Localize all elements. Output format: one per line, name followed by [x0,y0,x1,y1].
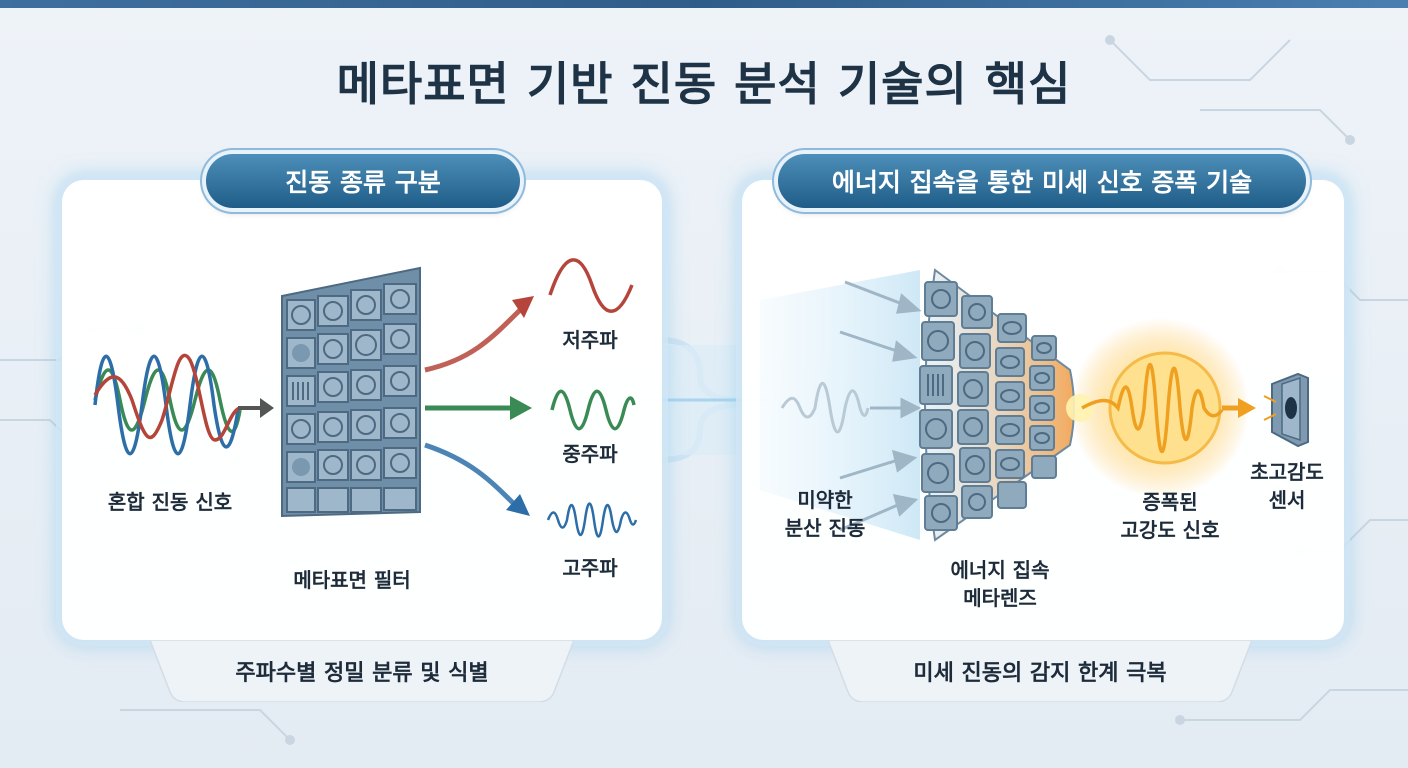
mid-freq-wave-icon [550,389,636,431]
amplified-signal-label: 증폭된 고강도 신호 [1100,488,1240,544]
filter-label: 메타표면 필터 [293,568,411,592]
right-panel-footer: 미세 진동의 감지 한계 극복 [913,661,1167,686]
mixed-signal-label: 혼합 진동 신호 [107,490,233,514]
low-freq-label: 저주파 [562,328,618,352]
weak-vibration-label: 미약한 분산 진동 [760,486,890,542]
low-freq-wave-icon [548,258,634,313]
left-panel-footer: 주파수별 정밀 분류 및 식별 [235,661,489,686]
metalens-icon [919,268,1075,542]
amplified-signal-label-line1: 증폭된 [1142,490,1198,514]
high-freq-label: 고주파 [562,556,618,580]
weak-vibration-label-line2: 분산 진동 [784,516,866,540]
sensor-label: 초고감도 센서 [1232,458,1342,514]
mid-freq-label: 중주파 [562,442,618,466]
left-footer-tab-shape [150,640,574,702]
right-footer-tab-shape [828,640,1252,702]
weak-signal-wave-icon [780,382,870,434]
right-panel-header: 에너지 집속을 통한 미세 신호 증폭 기술 [778,154,1306,208]
metasurface-filter-icon [281,266,421,518]
metalens-label-line2: 메타렌즈 [963,586,1037,610]
amplified-signal-label-line2: 고강도 신호 [1120,518,1220,542]
mid-freq-arrow-icon [510,396,532,420]
metalens-label-line1: 에너지 집속 [950,558,1050,582]
page-title: 메타표면 기반 진동 분석 기술의 핵심 [336,57,1072,111]
left-panel-header: 진동 종류 구분 [206,154,520,208]
amplified-signal-glow-icon [1108,351,1222,465]
incoming-vibration-arrows-icon [839,280,922,532]
sensor-label-line2: 센서 [1268,488,1306,512]
mixed-signal-icon [93,353,242,456]
top-bar [0,0,1408,8]
metalens-label: 에너지 집속 메타렌즈 [920,556,1080,612]
sensor-label-line1: 초고감도 [1250,460,1324,484]
high-freq-wave-icon [546,502,638,538]
weak-vibration-label-line1: 미약한 [797,488,853,512]
high-freq-arrow-icon [506,494,530,516]
amplified-wave-icon [1081,363,1224,453]
low-freq-arrow-icon [512,296,534,318]
sensor-icon [1263,372,1309,448]
output-arrow-icon [1238,398,1256,418]
